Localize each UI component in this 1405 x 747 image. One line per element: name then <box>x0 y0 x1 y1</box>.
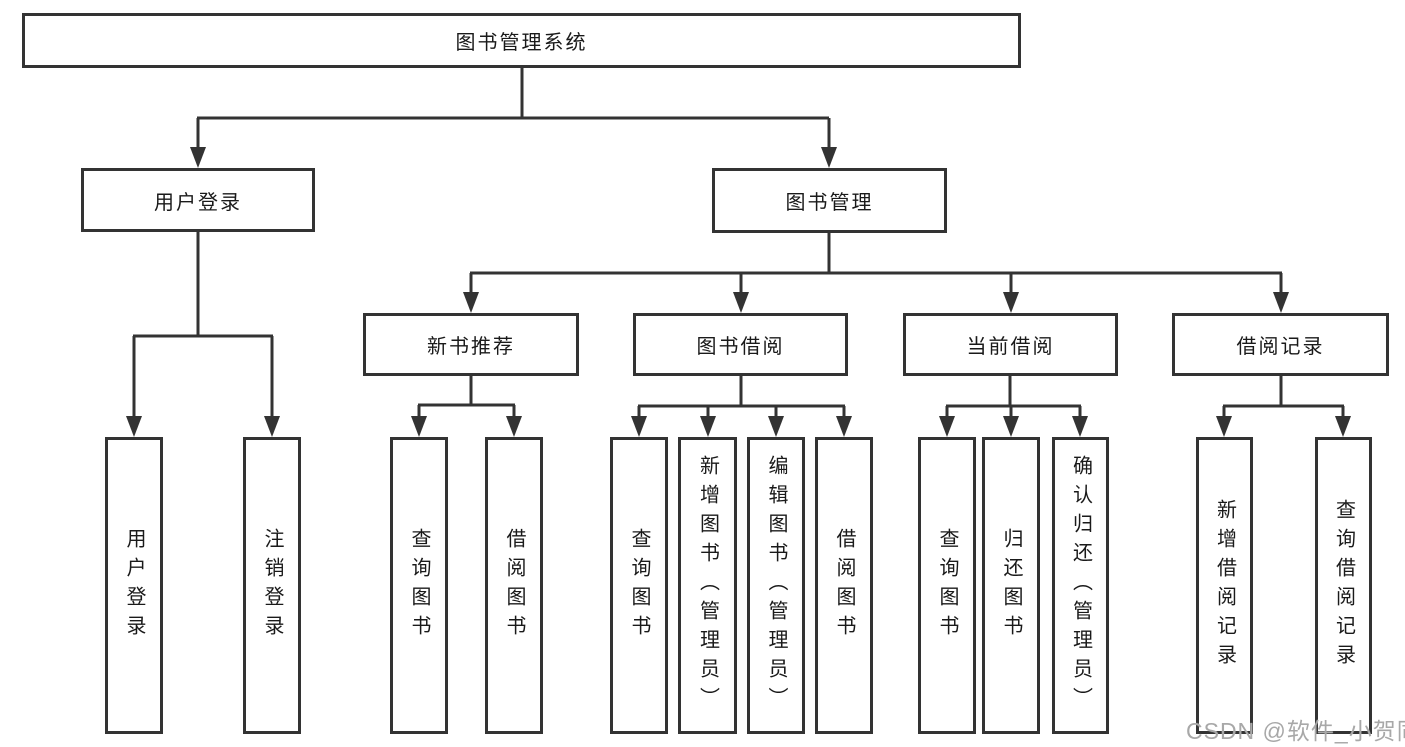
leaf-query-books-recommend: 查询图书 <box>390 437 448 734</box>
leaf-user-login: 用户登录 <box>105 437 163 734</box>
leaf-query-borrow-record: 查询借阅记录 <box>1315 437 1372 734</box>
leaf-return-books: 归还图书 <box>982 437 1040 734</box>
csdn-watermark: CSDN @软件_小贺同学 <box>1186 718 1405 744</box>
leaf-borrow-books-label: 借阅图书 <box>833 527 855 644</box>
leaf-add-books-admin-label: 新增图书（管理员） <box>696 455 719 716</box>
leaf-borrow-books-recommend: 借阅图书 <box>485 437 543 734</box>
node-user-login-label: 用户登录 <box>154 191 242 214</box>
leaf-logout-label: 注销登录 <box>261 527 283 644</box>
leaf-query-borrow-record-label: 查询借阅记录 <box>1332 498 1355 673</box>
leaf-add-books-admin: 新增图书（管理员） <box>678 437 737 734</box>
node-borrow-record: 借阅记录 <box>1172 313 1389 376</box>
node-new-book-recommend: 新书推荐 <box>363 313 579 376</box>
leaf-add-borrow-record-label: 新增借阅记录 <box>1213 498 1236 673</box>
leaf-logout: 注销登录 <box>243 437 301 734</box>
node-book-borrow-label: 图书借阅 <box>696 336 785 358</box>
leaf-edit-books-admin-label: 编辑图书（管理员） <box>765 455 787 716</box>
leaf-query-books-current-label: 查询图书 <box>936 527 958 644</box>
leaf-query-books-current: 查询图书 <box>918 437 976 734</box>
leaf-confirm-return-admin-label: 确认归还（管理员） <box>1069 455 1092 716</box>
leaf-confirm-return-admin: 确认归还（管理员） <box>1052 437 1109 734</box>
leaf-edit-books-admin: 编辑图书（管理员） <box>747 437 805 734</box>
node-new-book-recommend-label: 新书推荐 <box>427 336 515 358</box>
leaf-borrow-books: 借阅图书 <box>815 437 873 734</box>
node-book-management-label: 图书管理 <box>785 192 874 214</box>
leaf-query-books-borrow-label: 查询图书 <box>628 527 650 644</box>
leaf-user-login-label: 用户登录 <box>123 527 145 644</box>
node-borrow-record-label: 借阅记录 <box>1236 336 1325 358</box>
leaf-query-books-recommend-label: 查询图书 <box>408 527 430 644</box>
node-book-borrow: 图书借阅 <box>633 313 848 376</box>
node-root-label: 图书管理系统 <box>455 32 588 54</box>
leaf-query-books-borrow: 查询图书 <box>610 437 668 734</box>
node-current-borrow: 当前借阅 <box>903 313 1118 376</box>
node-user-login: 用户登录 <box>81 168 315 232</box>
leaf-borrow-books-recommend-label: 借阅图书 <box>503 527 525 644</box>
node-current-borrow-label: 当前借阅 <box>966 336 1055 358</box>
node-book-management: 图书管理 <box>712 168 947 233</box>
leaf-return-books-label: 归还图书 <box>1000 527 1022 644</box>
node-root-library-system: 图书管理系统 <box>22 13 1021 68</box>
leaf-add-borrow-record: 新增借阅记录 <box>1196 437 1253 734</box>
